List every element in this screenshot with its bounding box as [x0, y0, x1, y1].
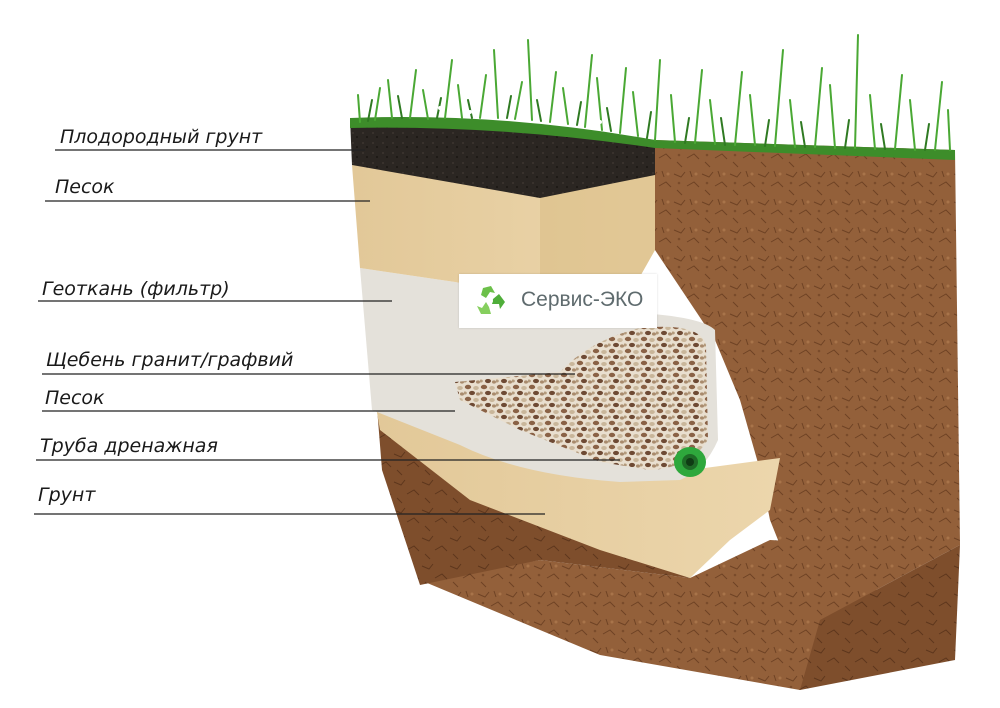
soil-front-face	[800, 545, 960, 690]
label-drain-pipe: Труба дренажная	[40, 435, 218, 457]
label-ground: Грунт	[38, 484, 96, 506]
soil-floor	[420, 540, 880, 690]
logo-badge: Сервис-ЭКО	[459, 274, 657, 328]
grass-blades	[357, 34, 951, 151]
drain-pipe-core	[686, 458, 694, 466]
logo-text: Сервис-ЭКО	[521, 288, 644, 311]
grass-blades-dark	[367, 95, 930, 151]
label-geotextile: Геоткань (фильтр)	[42, 278, 230, 300]
label-sand-top: Песок	[55, 176, 115, 198]
label-sand-bottom: Песок	[45, 387, 105, 409]
leader-lines	[34, 149, 620, 515]
soil-back-wall	[655, 140, 960, 620]
recycle-icon	[477, 286, 505, 314]
grass-flowers	[438, 106, 822, 142]
gravel-fill	[455, 326, 708, 470]
label-gravel: Щебень гранит/графвий	[46, 349, 294, 371]
grass-layer	[350, 116, 955, 160]
label-topsoil: Плодородный грунт	[60, 126, 263, 148]
